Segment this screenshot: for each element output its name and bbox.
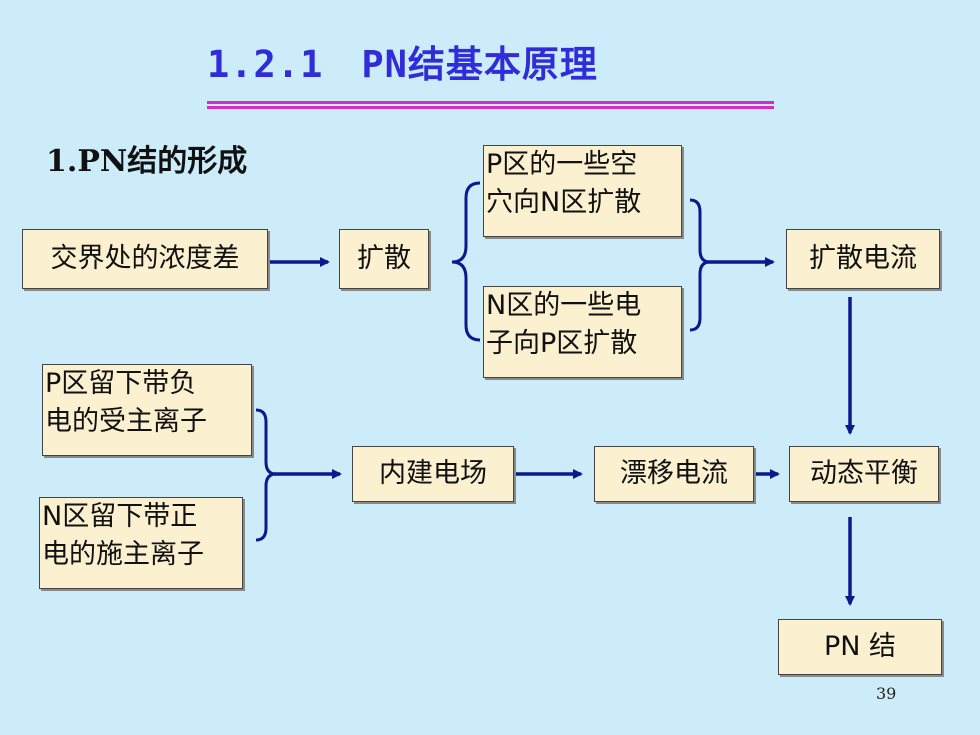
diffusion-box: 扩散 xyxy=(339,229,429,289)
n-region-ions-box: N区留下带正 电的施主离子 xyxy=(39,497,243,589)
hole-diffusion-line1: P区的一些空 xyxy=(486,149,638,180)
n-ions-line2: 电的施主离子 xyxy=(42,539,204,570)
section-heading: 1.PN结的形成 xyxy=(46,144,248,179)
n-ions-line1: N区留下带正 xyxy=(42,501,198,532)
pn-junction-box: PN 结 xyxy=(778,619,942,675)
electron-diffusion-line1: N区的一些电 xyxy=(486,290,642,321)
p-ions-line1: P区留下带负 xyxy=(45,368,197,399)
electron-diffusion-line2: 子向P区扩散 xyxy=(486,328,638,359)
drift-current-box: 漂移电流 xyxy=(594,446,754,502)
dynamic-equilibrium-box: 动态平衡 xyxy=(789,446,939,502)
concentration-difference-box: 交界处的浓度差 xyxy=(22,229,268,289)
p-region-ions-box: P区留下带负 电的受主离子 xyxy=(42,364,252,456)
page-number: 39 xyxy=(876,684,897,703)
p-ions-line2: 电的受主离子 xyxy=(45,406,207,437)
right-brace-ions xyxy=(255,408,277,542)
electron-diffusion-box: N区的一些电 子向P区扩散 xyxy=(483,286,682,378)
diffusion-current-box: 扩散电流 xyxy=(786,229,940,289)
page-title: 1.2.1 PN结基本原理 xyxy=(207,43,598,86)
title-underline-top xyxy=(207,101,774,104)
hole-diffusion-box: P区的一些空 穴向N区扩散 xyxy=(483,145,682,237)
title-underline-bottom xyxy=(207,106,774,109)
right-brace-diffusion xyxy=(689,198,711,332)
hole-diffusion-line2: 穴向N区扩散 xyxy=(486,187,642,218)
builtin-field-box: 内建电场 xyxy=(352,446,514,502)
left-brace-diffusion xyxy=(451,181,481,342)
